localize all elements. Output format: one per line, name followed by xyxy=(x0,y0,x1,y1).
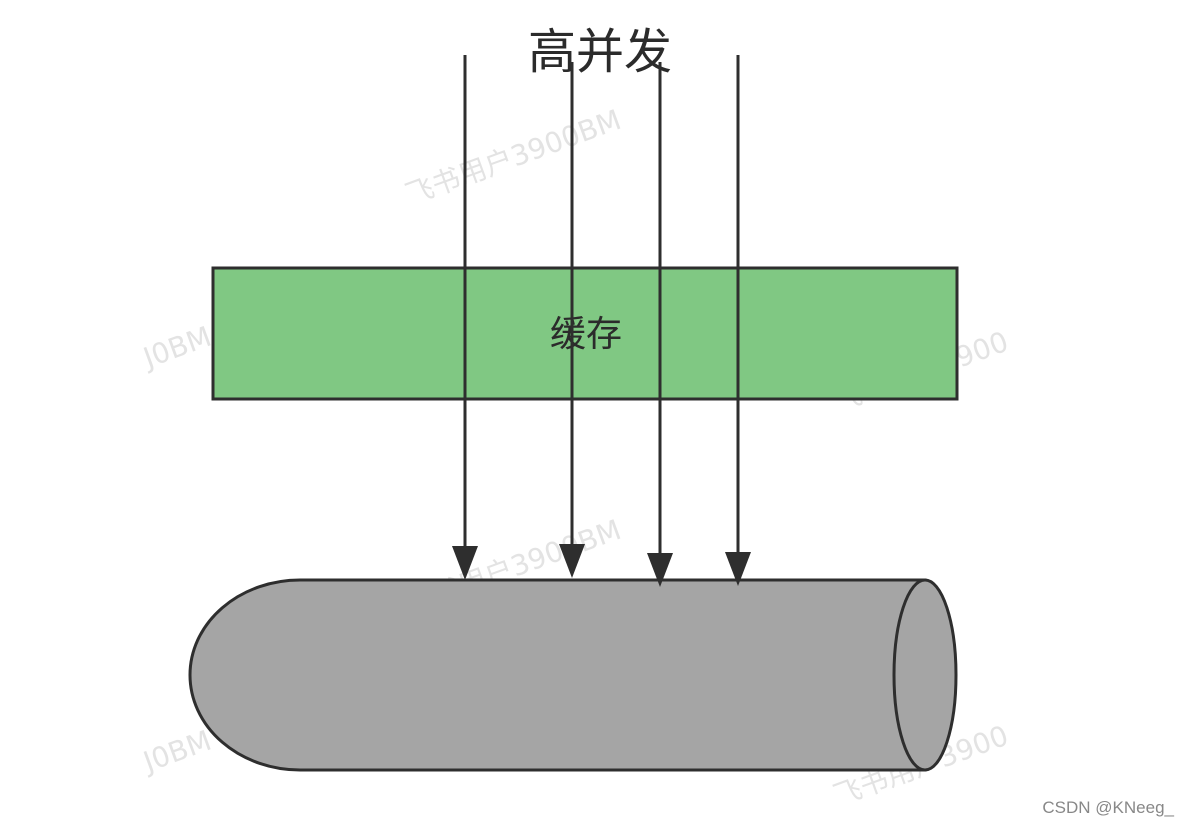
watermark-text: 飞书用户3900BM xyxy=(401,103,625,212)
watermark-text: J0BM xyxy=(137,320,215,375)
request-arrows xyxy=(452,55,751,587)
credit-text: CSDN @KNeeg_ xyxy=(1042,798,1174,817)
diagram-title: 高并发 xyxy=(528,24,672,80)
database-cylinder xyxy=(188,578,958,772)
cache-box xyxy=(211,266,959,401)
watermark-text: J0BM xyxy=(137,724,215,779)
request-arrow-head xyxy=(559,544,585,578)
database-body xyxy=(188,578,927,772)
database-end-cap xyxy=(892,578,958,772)
request-arrow-head xyxy=(647,553,673,587)
cache-label: 缓存 xyxy=(550,314,622,355)
request-arrow-head xyxy=(452,546,478,580)
request-arrow-head xyxy=(725,552,751,586)
